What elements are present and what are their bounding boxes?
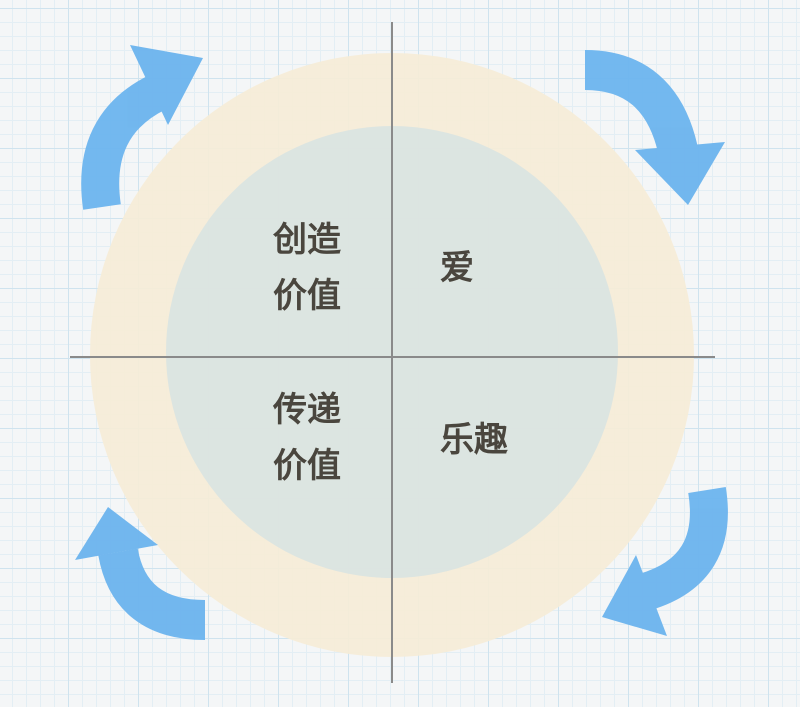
label-line: 爱 — [440, 248, 474, 288]
label-line: 价值 — [273, 446, 341, 486]
arrow-top-left-icon — [81, 45, 203, 210]
quadrant-label-love: 爱 — [440, 240, 474, 296]
arrow-bottom-right-icon — [602, 486, 728, 636]
label-line: 创造 — [273, 220, 341, 260]
label-line: 乐趣 — [440, 420, 508, 460]
quadrant-label-deliver-value: 传递 价值 — [273, 382, 341, 494]
quadrant-label-fun: 乐趣 — [440, 412, 508, 468]
arrow-top-right-icon — [584, 50, 725, 205]
label-line: 传递 — [273, 390, 341, 430]
label-line: 价值 — [273, 276, 341, 316]
quadrant-label-create-value: 创造 价值 — [273, 212, 341, 324]
arrow-bottom-left-icon — [75, 507, 206, 640]
